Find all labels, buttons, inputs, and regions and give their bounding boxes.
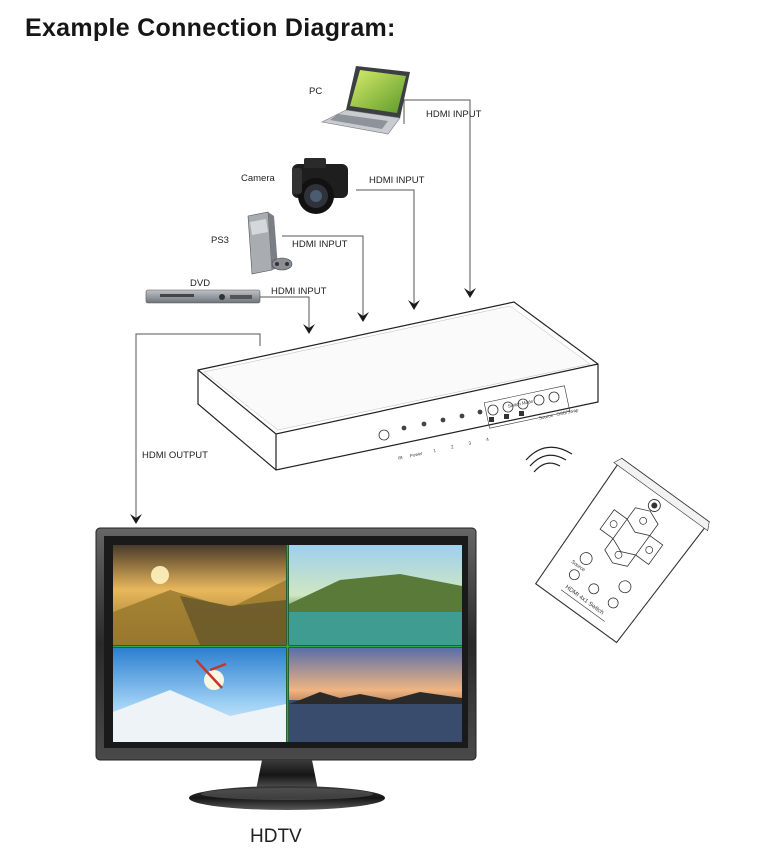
switch-label-3: 3 bbox=[468, 440, 472, 446]
switch-label-mode: Switch Mode bbox=[507, 399, 534, 409]
switch-label-2: 2 bbox=[450, 444, 454, 450]
pc-connection-line bbox=[403, 99, 471, 292]
camera-arrow-icon bbox=[408, 300, 420, 310]
ps3-connection-line bbox=[282, 235, 364, 316]
switch-label-source: Source bbox=[538, 413, 553, 421]
dvd-arrow-icon bbox=[303, 324, 315, 334]
pc-hdmi-input-label: HDMI INPUT bbox=[426, 109, 482, 120]
remote-control: HDMI 4x1 Switch Source bbox=[525, 446, 710, 644]
hdtv-label: HDTV bbox=[250, 826, 302, 847]
hdtv-monitor bbox=[95, 527, 477, 810]
pc-label: PC bbox=[309, 86, 323, 97]
dvd-label: DVD bbox=[190, 278, 211, 289]
ir-signal-icon bbox=[533, 462, 561, 473]
switch-label-1: 1 bbox=[433, 448, 437, 454]
pc-arrow-icon bbox=[464, 288, 476, 298]
camera-icon bbox=[292, 158, 348, 214]
camera-label: Camera bbox=[241, 173, 275, 184]
ps3-label: PS3 bbox=[211, 235, 229, 246]
switch-ir-button bbox=[378, 429, 390, 441]
diagram-title: Example Connection Diagram: bbox=[25, 14, 396, 42]
camera-connection-line bbox=[356, 189, 415, 304]
connection-arrows bbox=[130, 288, 476, 524]
connection-lines bbox=[135, 99, 471, 518]
switch-label-power: Power bbox=[409, 451, 423, 459]
ps3-arrow-icon bbox=[357, 312, 369, 322]
output-arrow-icon bbox=[130, 514, 142, 524]
hdmi-output-label: HDMI OUTPUT bbox=[142, 450, 208, 461]
ps3-icon bbox=[247, 211, 293, 275]
dvd-player-icon bbox=[145, 289, 261, 304]
hdmi-switch-box: IR Power 1 2 3 4 Switch Mode Source OSD/… bbox=[197, 301, 599, 471]
dvd-connection-line bbox=[258, 296, 310, 328]
dvd-hdmi-input-label: HDMI INPUT bbox=[271, 286, 327, 297]
switch-label-4: 4 bbox=[486, 437, 490, 443]
ps3-hdmi-input-label: HDMI INPUT bbox=[292, 239, 348, 250]
switch-label-osd: OSD/Swap bbox=[556, 407, 579, 417]
laptop-icon bbox=[321, 66, 410, 135]
switch-label-ir: IR bbox=[398, 455, 404, 461]
camera-hdmi-input-label: HDMI INPUT bbox=[369, 175, 425, 186]
output-connection-line bbox=[135, 333, 261, 518]
